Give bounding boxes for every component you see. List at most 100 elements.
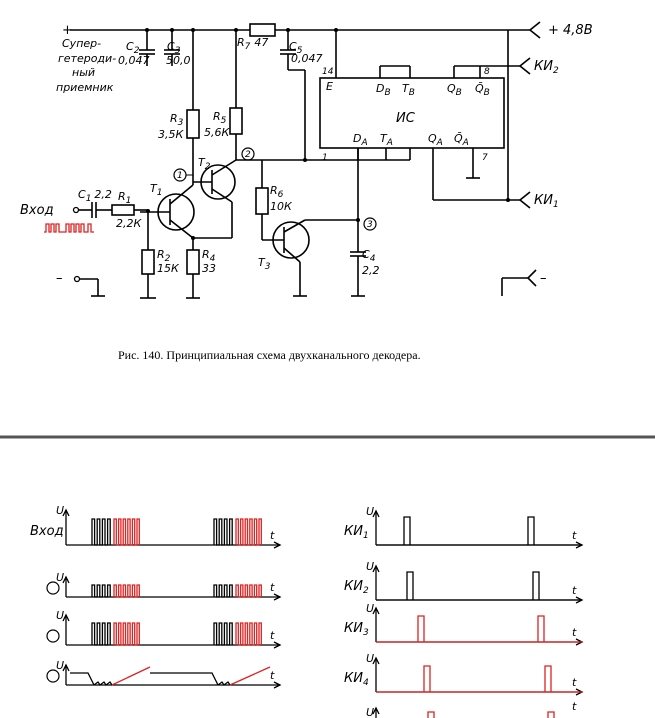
resistor-r3: R3 3,5К: [158, 30, 200, 185]
svg-text:TA: TA: [380, 132, 393, 148]
svg-text:–: –: [540, 271, 547, 286]
resistor-r1: R1 2,2К: [111, 190, 150, 230]
svg-text:TB: TB: [402, 82, 415, 98]
right-plot-3-u-label: U: [366, 602, 374, 615]
left-plot-1-axes: Ut: [56, 504, 282, 549]
ic-label: ИС: [396, 111, 416, 126]
svg-text:5,6К: 5,6К: [204, 126, 230, 139]
left-plot-1-t-label: t: [270, 529, 275, 542]
pulse: [423, 665, 431, 692]
right-plot-2-t-label: t: [572, 584, 577, 597]
svg-text:QA: QA: [428, 132, 443, 148]
test-point-1: 1: [173, 168, 193, 182]
left-plot-4-u-label: U: [56, 659, 64, 672]
power-label: + 4,8В: [548, 23, 593, 38]
svg-text:14: 14: [322, 67, 334, 77]
left-plot-4: Ut3: [46, 659, 282, 689]
test-point-3: 3: [363, 217, 377, 231]
right-plot-1-u-label: U: [366, 505, 374, 518]
svg-text:DB: DB: [376, 82, 391, 98]
pulse: [527, 516, 535, 545]
source-label: Супер- гетероди- ный приемник: [56, 37, 116, 94]
svg-text:R3: R3: [170, 112, 184, 128]
decoder-schematic: + + 4,8В Супер- гетероди- ный приемник R…: [0, 21, 655, 439]
capacitor-c4: C4 2,2: [350, 248, 380, 296]
transistor-t2: T2: [193, 156, 237, 203]
right-plot-label-4: КИ4: [344, 671, 369, 688]
output-ki1-label: КИ1: [534, 193, 559, 210]
right-plot-2-axes: Ut: [366, 560, 584, 604]
left-plot-2-u-label: U: [56, 571, 64, 584]
svg-text:2: 2: [245, 150, 251, 160]
input-terminal: [72, 206, 92, 214]
right-plot-label-3: КИ3: [344, 621, 369, 638]
resistor-r2: R2 15К: [141, 212, 180, 298]
pulse: [537, 615, 545, 642]
figure-caption: Рис. 140. Принципиальная схема двухканал…: [118, 348, 421, 362]
svg-text:C5: C5: [289, 40, 303, 56]
svg-text:U: U: [366, 706, 374, 718]
svg-text:E: E: [326, 80, 333, 93]
svg-text:T1: T1: [150, 182, 162, 198]
left-plot-3: Ut2: [46, 609, 282, 649]
left-plot-3-t-label: t: [270, 629, 275, 642]
ic-chip: ИС 14 8 E DB TB QB Q̄B 1 7 DA TA QA Q̄A: [319, 67, 505, 163]
svg-text:2,2К: 2,2К: [116, 217, 142, 230]
svg-text:C12,2: C12,2: [78, 188, 112, 204]
left-plot-4-t-label: t: [270, 669, 275, 682]
svg-text:10К: 10К: [270, 200, 293, 213]
svg-text:33: 33: [202, 262, 216, 275]
resistor-r4: R4 33: [186, 248, 216, 298]
power-rail: [70, 21, 541, 39]
pulse: [532, 571, 540, 600]
svg-text:T2: T2: [198, 156, 211, 172]
svg-text:3,5К: 3,5К: [158, 128, 184, 141]
svg-text:T3: T3: [258, 256, 271, 272]
minus-terminal-left: –: [56, 271, 98, 286]
svg-text:R6: R6: [270, 184, 284, 200]
right-plot-label-2: КИ2: [344, 579, 369, 596]
test-point-2: 2: [236, 69, 320, 162]
svg-text:R5: R5: [213, 110, 227, 126]
svg-text:15К: 15К: [157, 262, 180, 275]
capacitor-c3: C3 50,0: [164, 30, 191, 67]
right-plot-4-axes: Ut: [366, 652, 584, 696]
minus-terminal-right: –: [501, 269, 547, 296]
svg-text:QB: QB: [447, 82, 462, 98]
pulse: [403, 516, 411, 545]
pulse: [406, 571, 414, 600]
left-plot-3-u-label: U: [56, 609, 64, 622]
svg-text:R4: R4: [202, 248, 216, 264]
pulse: [544, 665, 552, 692]
svg-text:гетероди-: гетероди-: [58, 52, 116, 65]
svg-text:Q̄A: Q̄A: [454, 132, 469, 148]
ic-wiring: [320, 30, 531, 209]
svg-text:ный: ный: [72, 66, 95, 79]
left-plot-1-u-label: U: [56, 504, 64, 517]
svg-text:R2: R2: [157, 248, 171, 264]
left-plot-2: Ut1: [46, 571, 282, 601]
capacitor-c2: C2 0,047: [118, 30, 155, 67]
svg-text:Q̄B: Q̄B: [475, 82, 490, 98]
transistor-t3: T3: [258, 219, 310, 296]
svg-text:DA: DA: [353, 132, 368, 148]
svg-text:C4: C4: [362, 248, 376, 264]
svg-text:7: 7: [482, 153, 488, 163]
svg-text:2,2: 2,2: [362, 264, 380, 277]
input-label: Вход: [20, 203, 54, 218]
svg-text:1: 1: [322, 153, 328, 163]
left-plot-label-1: Вход: [30, 524, 64, 539]
right-plot-label-1: КИ1: [344, 524, 369, 541]
svg-text:t: t: [572, 700, 577, 713]
svg-text:0,047: 0,047: [291, 52, 323, 65]
